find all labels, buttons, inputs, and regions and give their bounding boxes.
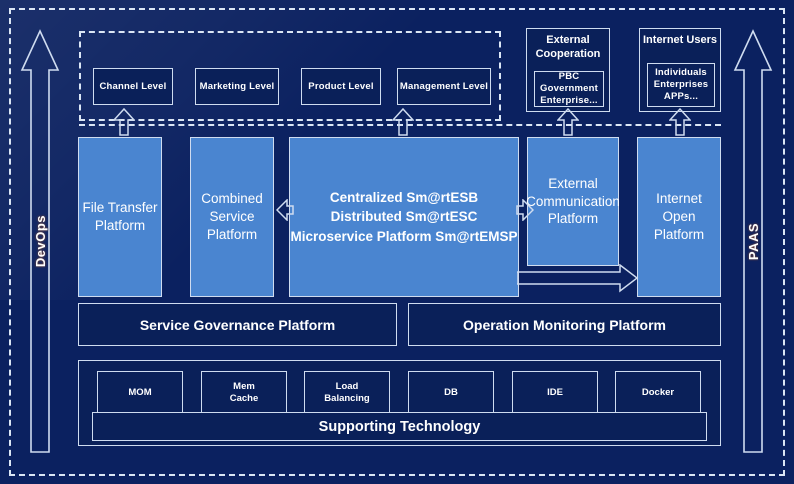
tech-cell-mem-cache-line1: Mem [233, 380, 255, 392]
outer-dashed-frame [9, 8, 785, 476]
business-level-management[interactable]: Management Level [397, 68, 491, 105]
external-cooperation-detail: PBC Government Enterprise... [534, 71, 604, 107]
platform-internet-open-label: Internet Open Platform [653, 191, 705, 242]
devops-arrow: DevOps [20, 29, 60, 454]
platform-centralized-esb-line1: Centralized Sm@rtESB [329, 190, 479, 206]
up-arrow-to-external-cooperation [557, 108, 579, 136]
tech-cell-docker[interactable]: Docker [615, 371, 701, 415]
bar-service-governance-label: Service Governance Platform [139, 316, 336, 333]
tech-cell-load-balancing[interactable]: Load Balancing [304, 371, 390, 415]
tech-cell-ide-line1: IDE [547, 386, 563, 398]
up-arrow-to-channel-level [113, 108, 135, 136]
up-arrow-to-management-level [392, 108, 414, 136]
platform-centralized-esb-line3: Microservice Platform Sm@rtEMSP [290, 228, 518, 244]
business-level-marketing[interactable]: Marketing Level [195, 68, 279, 105]
tech-cell-db-line1: DB [444, 386, 458, 398]
external-cooperation-title: External Cooperation [535, 34, 601, 60]
tech-cell-load-balancing-line1: Load [335, 380, 359, 392]
business-level-product[interactable]: Product Level [301, 68, 381, 105]
business-levels-group [79, 31, 501, 121]
tech-cell-mem-cache[interactable]: Mem Cache [201, 371, 287, 415]
business-level-channel[interactable]: Channel Level [93, 68, 173, 105]
arrow-esb-to-external-communication [516, 199, 534, 221]
bar-service-governance[interactable]: Service Governance Platform [78, 303, 397, 346]
business-level-management-label: Management Level [399, 80, 489, 92]
layer-separator-dashed [79, 124, 721, 126]
platform-external-communication[interactable]: External Communication Platform [526, 137, 620, 266]
up-arrow-to-internet-users [669, 108, 691, 136]
business-level-marketing-label: Marketing Level [199, 80, 275, 92]
platform-internet-open[interactable]: Internet Open Platform [637, 137, 721, 297]
bar-operation-monitoring-label: Operation Monitoring Platform [463, 316, 666, 333]
paas-arrow: PAAS [733, 29, 773, 454]
business-level-product-label: Product Level [308, 80, 374, 92]
tech-cell-db[interactable]: DB [408, 371, 494, 415]
internet-users-title: Internet Users [643, 34, 717, 46]
platform-centralized-esb-line2: Distributed Sm@rtESC [330, 209, 478, 225]
platform-external-communication-label: External Communication Platform [526, 175, 620, 227]
tech-cell-ide[interactable]: IDE [512, 371, 598, 415]
business-level-channel-label: Channel Level [99, 80, 167, 92]
external-cooperation-group[interactable]: External Cooperation PBC Government Ente… [526, 28, 610, 112]
tech-cell-docker-line1: Docker [641, 386, 675, 398]
platform-combined-service-label: Combined Service Platform [201, 191, 263, 242]
platform-combined-service[interactable]: Combined Service Platform [190, 137, 274, 297]
arrow-esb-to-combined-service [276, 199, 294, 221]
tech-cell-mom[interactable]: MOM [97, 371, 183, 415]
internet-users-detail: Individuals Enterprises APPs... [647, 63, 715, 107]
tech-cell-mom-line1: MOM [128, 386, 152, 398]
tech-cell-mem-cache-line2: Cache [229, 393, 259, 404]
supporting-technology-bar[interactable]: Supporting Technology [92, 412, 707, 441]
platform-file-transfer-label: File Transfer Platform [82, 200, 158, 233]
supporting-technology-label: Supporting Technology [318, 418, 481, 435]
platform-file-transfer[interactable]: File Transfer Platform [78, 137, 162, 297]
bar-operation-monitoring[interactable]: Operation Monitoring Platform [408, 303, 721, 346]
platform-centralized-esb[interactable]: Centralized Sm@rtESB Distributed Sm@rtES… [289, 137, 519, 297]
internet-users-group[interactable]: Internet Users Individuals Enterprises A… [639, 28, 721, 112]
arrow-esb-to-internet-open-platform [517, 264, 639, 294]
tech-cell-load-balancing-line2: Balancing [324, 393, 370, 404]
